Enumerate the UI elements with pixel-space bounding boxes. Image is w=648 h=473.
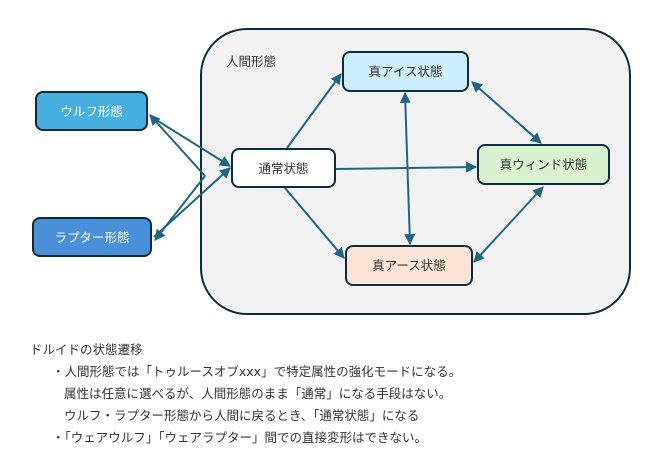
node-normal-state[interactable]: 通常状態 xyxy=(231,148,336,188)
edge-raptor-to-normal xyxy=(153,167,231,238)
edge-normal-to-earth xyxy=(284,187,345,259)
node-earth-state-label: 真アース状態 xyxy=(372,258,446,273)
node-ice-state[interactable]: 真アイス状態 xyxy=(342,51,469,92)
node-wolf-form-label: ウルフ形態 xyxy=(60,104,123,119)
node-wind-state[interactable]: 真ウィンド状態 xyxy=(477,144,610,185)
node-raptor-form[interactable]: ラプター形態 xyxy=(32,217,152,257)
caption-line-3: ウルフ・ラプター形態から人間に戻るとき、「通常状態」になる xyxy=(64,408,420,423)
state-diagram: 人間形態 ウルフ形態 ラプター形態 通常状態 真アイス状態 真ウィンド状態 真ア… xyxy=(32,28,631,315)
node-raptor-form-label: ラプター形態 xyxy=(54,230,129,245)
edges-layer xyxy=(149,73,544,263)
node-wolf-form[interactable]: ウルフ形態 xyxy=(35,91,148,131)
edge-ice-to-earth xyxy=(399,91,416,246)
edge-normal-to-wolf xyxy=(149,114,206,177)
node-ice-state-label: 真アイス状態 xyxy=(368,64,442,79)
node-wind-state-label: 真ウィンド状態 xyxy=(500,157,588,172)
human-form-group-label: 人間形態 xyxy=(226,54,276,69)
edge-ice-to-wind xyxy=(471,81,542,144)
caption-title: ドルイドの状態遷移 xyxy=(30,342,143,357)
caption: ドルイドの状態遷移 ・人間形態では「トゥルースオブxxx」で特定属性の強化モード… xyxy=(30,339,640,449)
caption-line-1: ・人間形態では「トゥルースオブxxx」で特定属性の強化モードになる。 xyxy=(52,364,462,379)
node-earth-state[interactable]: 真アース状態 xyxy=(345,245,473,286)
edge-normal-to-ice xyxy=(286,73,342,149)
edge-wind-to-earth xyxy=(473,186,544,263)
caption-line-2: 属性は任意に選べるが、人間形態のまま「通常」になる手段はない。 xyxy=(64,386,452,401)
caption-line-4: ・「ウェアウルフ」「ウェアラプター」間での直接変形はできない。 xyxy=(52,430,428,445)
edge-wolf-to-normal xyxy=(149,115,231,167)
node-normal-state-label: 通常状態 xyxy=(258,161,308,176)
